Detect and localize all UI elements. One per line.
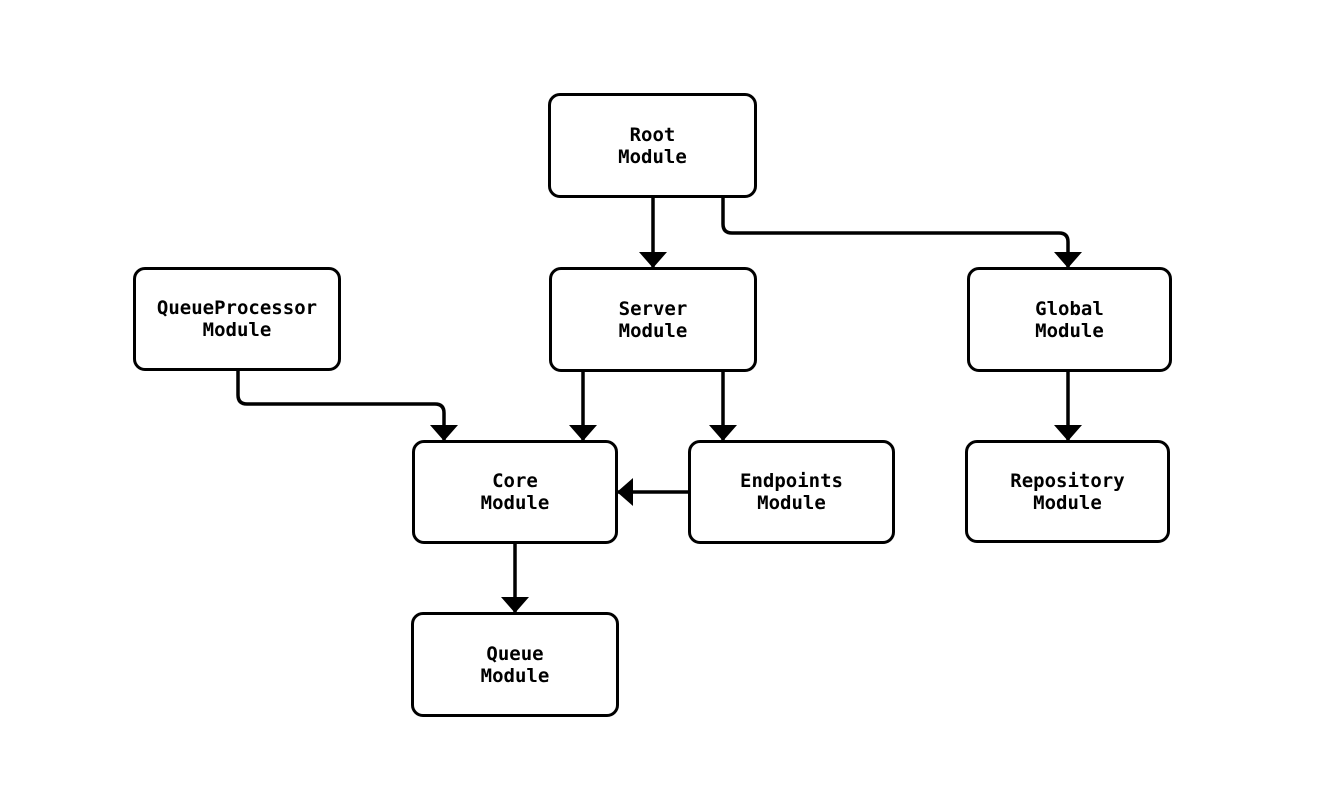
node-label-line2: Module [618, 145, 687, 168]
node-label-line2: Module [757, 492, 826, 514]
node-label-line1: Repository [1010, 469, 1125, 492]
edge-queueprocessor-to-core [236, 371, 458, 441]
node-label-line2: Module [202, 319, 272, 341]
node-label-line1: Endpoints [740, 470, 843, 492]
node-label-line1: Server [618, 297, 688, 320]
node-label-line2: Module [1033, 491, 1102, 514]
node-label-line1: Root [629, 123, 676, 146]
node-label-line1: Global [1035, 297, 1104, 320]
node-label-line2: Module [618, 319, 688, 342]
node-label-line2: Module [480, 492, 550, 514]
node-label-line1: QueueProcessor [156, 297, 318, 319]
node-label-line2: Module [1035, 319, 1104, 342]
edge-root-to-global [721, 198, 1082, 268]
node-label-line1: Core [492, 470, 538, 492]
node-label-line2: Module [480, 664, 550, 687]
node-label-line1: Queue [486, 642, 544, 665]
